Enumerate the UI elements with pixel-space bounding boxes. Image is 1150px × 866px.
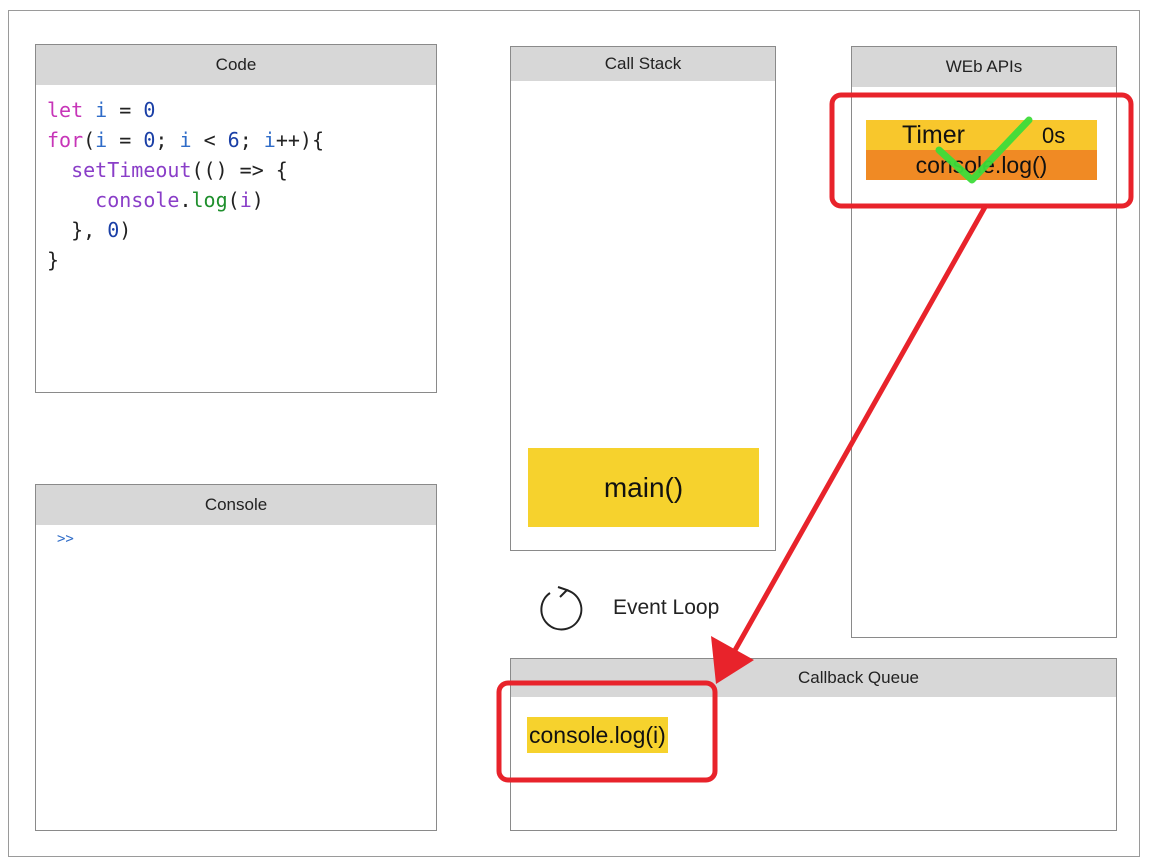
call-stack-frame-main: main()	[528, 448, 759, 527]
code-token: console	[95, 188, 180, 212]
code-token: i	[239, 188, 252, 212]
timer-label: Timer	[902, 121, 965, 149]
console-prompt[interactable]: >>	[57, 531, 74, 547]
callback-queue-title: Callback Queue	[511, 659, 1116, 697]
code-token: }	[47, 248, 60, 272]
code-token: )	[119, 218, 132, 242]
event-loop-label: Event Loop	[613, 596, 720, 619]
code-token: log	[191, 188, 228, 212]
code-line: let i = 0	[47, 98, 155, 122]
code-token: 0	[143, 98, 156, 122]
code-token	[83, 98, 95, 122]
code-token: 0	[107, 218, 120, 242]
timer-entry: Timer 0s	[866, 120, 1097, 150]
code-token: 6	[227, 128, 240, 152]
code-token: i	[263, 128, 276, 152]
console-panel: Console	[35, 484, 437, 831]
web-apis-title: WEb APIs	[852, 47, 1116, 87]
code-token: setTimeout	[71, 158, 192, 182]
code-token: =	[107, 98, 144, 122]
code-line: setTimeout(() => {	[47, 158, 288, 182]
code-token: ;	[155, 128, 180, 152]
console-panel-title: Console	[36, 485, 436, 525]
code-token: let	[47, 98, 84, 122]
code-line: console.log(i)	[47, 188, 264, 212]
code-panel-title: Code	[36, 45, 436, 85]
code-token: (() => {	[191, 158, 288, 182]
code-token: i	[179, 128, 192, 152]
code-block: let i = 0 for(i = 0; i < 6; i++){ setTim…	[47, 95, 324, 275]
code-token: (	[227, 188, 240, 212]
code-token: .	[179, 188, 192, 212]
code-token: for	[47, 128, 84, 152]
code-token: ++){	[275, 128, 325, 152]
code-token: i	[95, 128, 108, 152]
code-token	[47, 188, 95, 212]
code-line: for(i = 0; i < 6; i++){	[47, 128, 324, 152]
code-token	[47, 158, 71, 182]
code-token: 0	[143, 128, 156, 152]
code-line: }, 0)	[47, 218, 131, 242]
code-token: },	[47, 218, 108, 242]
code-token: =	[107, 128, 144, 152]
code-panel: Code	[35, 44, 437, 393]
code-token: <	[191, 128, 228, 152]
code-token: )	[251, 188, 264, 212]
timer-value: 0s	[1042, 123, 1066, 148]
call-stack-title: Call Stack	[511, 47, 775, 81]
code-token: (	[83, 128, 96, 152]
timer-callback: console.log()	[866, 150, 1097, 180]
code-token: ;	[239, 128, 264, 152]
code-line: }	[47, 248, 59, 272]
refresh-icon	[540, 586, 583, 631]
callback-queue-item: console.log(i)	[527, 717, 668, 753]
code-token: i	[95, 98, 108, 122]
